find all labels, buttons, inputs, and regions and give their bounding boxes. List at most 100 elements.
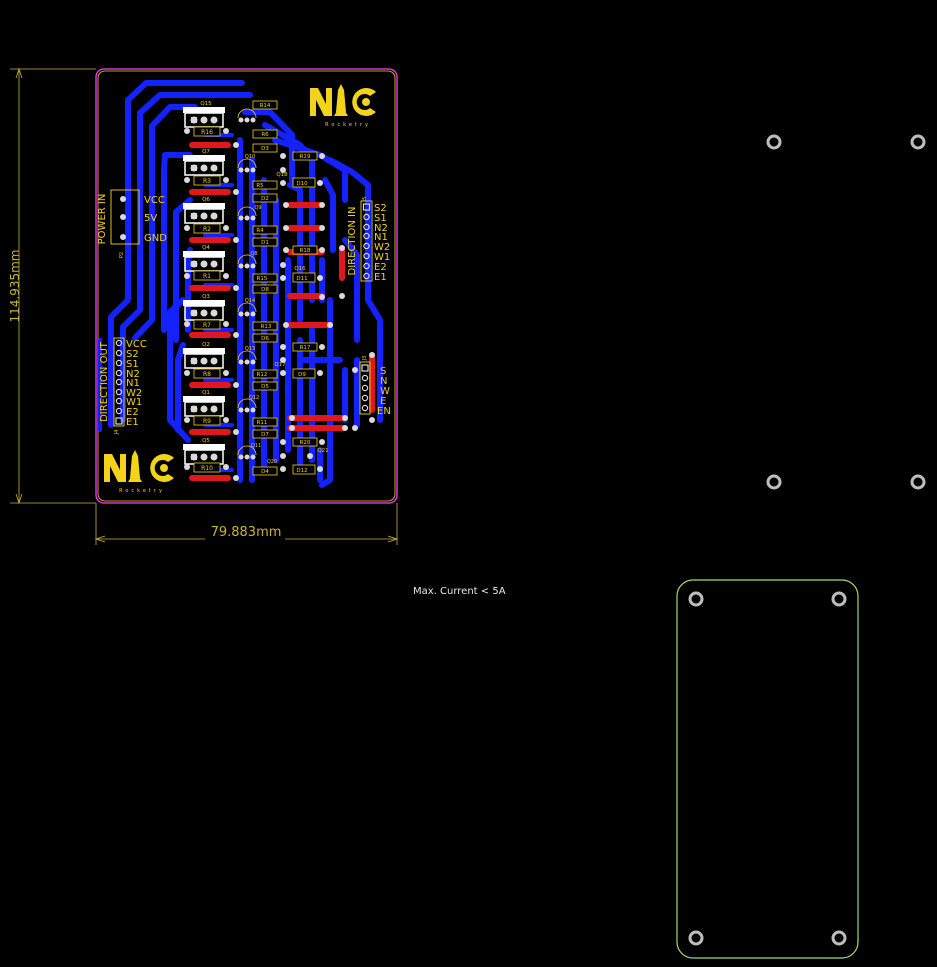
direction-out-ref: J4 bbox=[114, 430, 120, 436]
dir-out-pin-label: E2 bbox=[126, 407, 139, 418]
transistor-label: Q10 bbox=[245, 154, 255, 160]
j3-pin-label: E bbox=[380, 396, 386, 407]
transistor-label: Q14 bbox=[245, 298, 255, 304]
resistor-label: R19 bbox=[300, 154, 311, 160]
diode-label: D12 bbox=[296, 468, 307, 474]
resistor-label: R11 bbox=[257, 420, 268, 426]
dir-out-pin-label: W1 bbox=[126, 397, 142, 408]
mounting-holes bbox=[766, 134, 926, 490]
diode-label: D8 bbox=[261, 287, 269, 293]
diode-label: D5 bbox=[261, 384, 269, 390]
pads-mosfet-right bbox=[184, 128, 239, 481]
dir-out-pin-label: N1 bbox=[126, 378, 140, 389]
diode-label: D11 bbox=[296, 276, 307, 282]
mosfet-column bbox=[183, 107, 225, 465]
resistor-label: R8 bbox=[203, 371, 211, 378]
transistor-label: Q20 bbox=[267, 459, 277, 465]
resistor-label: R18 bbox=[300, 248, 311, 254]
diode-label: D1 bbox=[261, 240, 269, 246]
transistor-label: Q12 bbox=[249, 395, 259, 401]
direction-out-title: DIRECTION OUT bbox=[99, 341, 110, 422]
mosfet-label: Q3 bbox=[202, 294, 210, 300]
logo-top-text: Rocketry bbox=[325, 122, 371, 128]
board-outline bbox=[95, 68, 398, 504]
power-in-ref: P2 bbox=[119, 252, 125, 258]
diode-label: D9 bbox=[298, 372, 306, 378]
secondary-board-outline bbox=[676, 579, 859, 959]
resistor-label: R16 bbox=[201, 129, 213, 136]
power-in-header bbox=[110, 189, 140, 245]
diode-label: D4 bbox=[261, 469, 269, 475]
transistor-label: Q8 bbox=[250, 251, 257, 257]
dir-in-pin-label: N1 bbox=[374, 232, 388, 243]
dir-out-pin-label: N2 bbox=[126, 369, 140, 380]
dir-in-pin-label: W2 bbox=[374, 242, 390, 253]
logo-top bbox=[310, 84, 376, 116]
direction-in-title: DIRECTION IN bbox=[347, 207, 358, 276]
dir-in-pin-label: S2 bbox=[374, 203, 387, 214]
j3-pin-label: EN bbox=[377, 406, 391, 417]
transistor-label: Q16 bbox=[294, 266, 306, 272]
power-in-title: POWER IN bbox=[97, 194, 108, 245]
dir-out-pin-label: VCC bbox=[126, 339, 147, 350]
mosfet-label: Q6 bbox=[202, 197, 210, 203]
logo-bottom-text: Rocketry bbox=[119, 488, 165, 494]
transistor-label: Q18 bbox=[276, 172, 288, 178]
dir-in-pin-label: N2 bbox=[374, 223, 388, 234]
transistor-label: Q21 bbox=[317, 448, 328, 454]
direction-out-header bbox=[113, 337, 125, 427]
resistor-label: R4 bbox=[256, 228, 264, 234]
transistor-label: Q11 bbox=[251, 443, 261, 449]
dir-in-pin-label: E2 bbox=[374, 262, 387, 273]
resistor-label: R15 bbox=[257, 276, 268, 282]
power-pin-label: GND bbox=[144, 233, 167, 244]
top-copper-traces bbox=[189, 142, 375, 481]
diode-label: D10 bbox=[296, 181, 308, 187]
mosfet-label: Q5 bbox=[202, 438, 210, 444]
resistor-label: R9 bbox=[203, 418, 211, 425]
resistor-label: R17 bbox=[300, 345, 311, 351]
diode-label: D7 bbox=[261, 432, 269, 438]
transistor-label: Q9 bbox=[254, 205, 261, 211]
dir-out-pin-label: W2 bbox=[126, 388, 142, 399]
direction-in-header bbox=[360, 200, 373, 282]
mosfet-label: Q2 bbox=[202, 342, 210, 348]
resistor-label: R5 bbox=[256, 183, 264, 189]
transistor-label: Q17 bbox=[274, 362, 286, 368]
resistor-label: R12 bbox=[257, 372, 268, 378]
logo-bottom bbox=[104, 450, 174, 482]
transistor-label: Q13 bbox=[245, 346, 255, 352]
direction-in-ref: J5 bbox=[362, 197, 368, 203]
vias bbox=[280, 153, 375, 472]
mosfet-label: Q7 bbox=[202, 149, 210, 155]
resistor-label: R6 bbox=[261, 132, 269, 138]
resistor-label: R3 bbox=[203, 178, 211, 185]
max-current-note: Max. Current < 5A bbox=[413, 586, 506, 597]
small-transistor-column bbox=[237, 108, 257, 460]
resistor-label: R10 bbox=[201, 465, 213, 472]
secondary-mounting-holes bbox=[688, 591, 847, 946]
j3-pin-label: S bbox=[380, 366, 386, 377]
resistor-label: R2 bbox=[203, 226, 211, 233]
dimension-height-label: 114.935mm bbox=[8, 249, 22, 322]
power-pin-label: 5V bbox=[144, 213, 157, 224]
j3-header bbox=[359, 361, 371, 415]
resistor-label: R7 bbox=[203, 322, 211, 329]
mosfet-label: Q4 bbox=[202, 245, 210, 251]
dir-out-pin-label: E1 bbox=[126, 417, 139, 428]
power-pin-label: VCC bbox=[144, 195, 165, 206]
dir-in-pin-label: S1 bbox=[374, 213, 387, 224]
resistor-label: R13 bbox=[261, 324, 272, 330]
dimension-width-label: 79.883mm bbox=[211, 525, 282, 540]
mosfet-label: Q1 bbox=[202, 390, 210, 396]
dir-in-pin-label: W1 bbox=[374, 252, 390, 263]
j3-ref: J3 bbox=[362, 356, 368, 362]
resistor-label: R14 bbox=[260, 103, 271, 109]
dir-out-pin-label: S1 bbox=[126, 359, 139, 370]
dir-in-pin-label: E1 bbox=[374, 272, 387, 283]
diode-label: D3 bbox=[261, 146, 269, 152]
resistor-label: R20 bbox=[300, 440, 311, 446]
mosfet-label: Q15 bbox=[200, 101, 212, 107]
bottom-copper-traces bbox=[108, 80, 383, 488]
